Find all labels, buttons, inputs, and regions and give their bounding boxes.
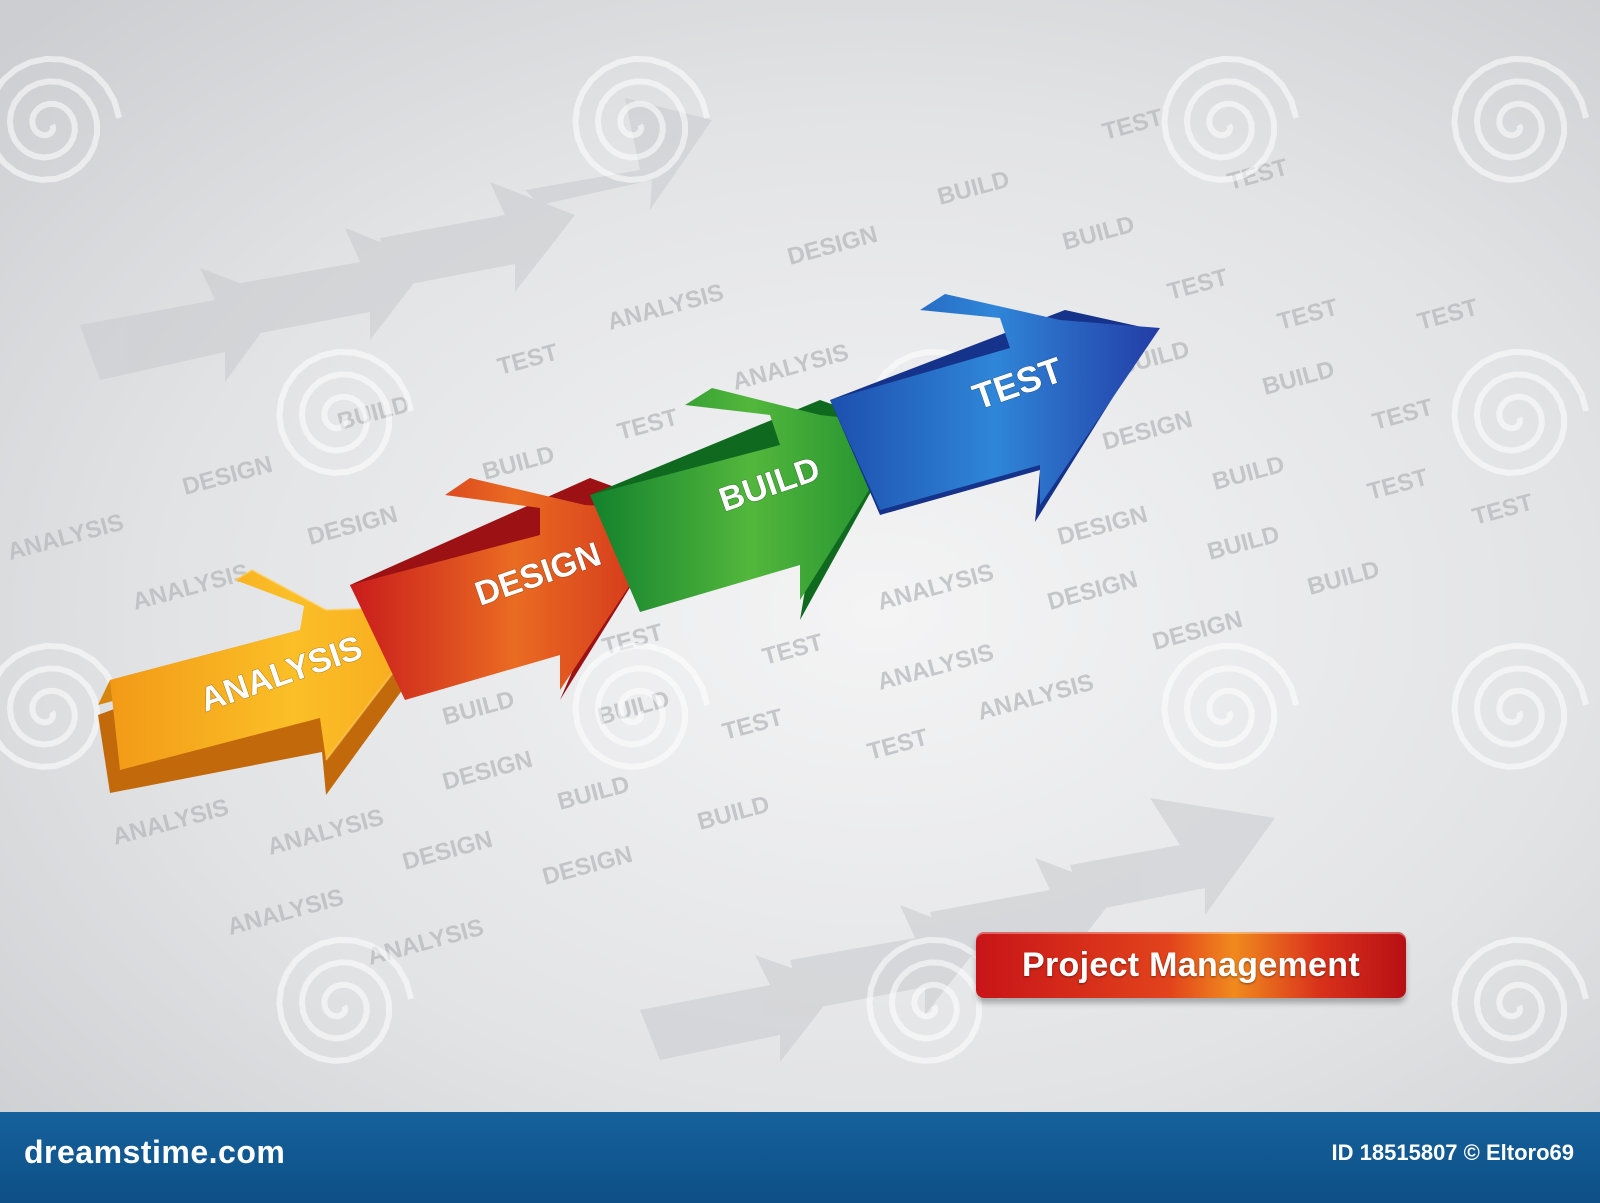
- spiral-logo-icon: [0, 642, 122, 770]
- project-management-badge: Project Management: [976, 932, 1406, 998]
- spiral-logo-icon: [1451, 348, 1589, 476]
- footer-image-id: ID 18515807 © Eltoro69: [1331, 1140, 1574, 1165]
- spiral-logo-icon: [1451, 936, 1589, 1064]
- badge-label: Project Management: [1022, 945, 1360, 984]
- spiral-logo-icon: [1451, 55, 1589, 183]
- spiral-logo-icon: [1161, 642, 1299, 770]
- spiral-logo-icon: [1451, 642, 1589, 770]
- ghost-arrows-top: [80, 98, 712, 382]
- spiral-logo-icon: [1161, 55, 1299, 183]
- spiral-logo-icon: [866, 936, 1004, 1064]
- spiral-logo-icon: [572, 642, 710, 770]
- spiral-logo-icon: [276, 936, 414, 1064]
- watermark-layer: [0, 55, 1589, 1064]
- step-arrow-analysis: [98, 568, 447, 795]
- footer-brand: dreamstime.com: [24, 1134, 286, 1170]
- footer-bar: dreamstime.com ID 18515807 © Eltoro69: [0, 1112, 1600, 1203]
- step-arrow-build: [590, 388, 910, 620]
- spiral-logo-icon: [276, 348, 414, 476]
- diagram-canvas: ANALYSISANALYSISDESIGNDESIGNBUILDBUILDTE…: [0, 0, 1600, 1112]
- step-arrow-test: [830, 294, 1160, 522]
- spiral-logo-icon: [0, 55, 122, 183]
- spiral-logo-icon: [572, 55, 710, 183]
- step-arrow-design: [350, 478, 680, 700]
